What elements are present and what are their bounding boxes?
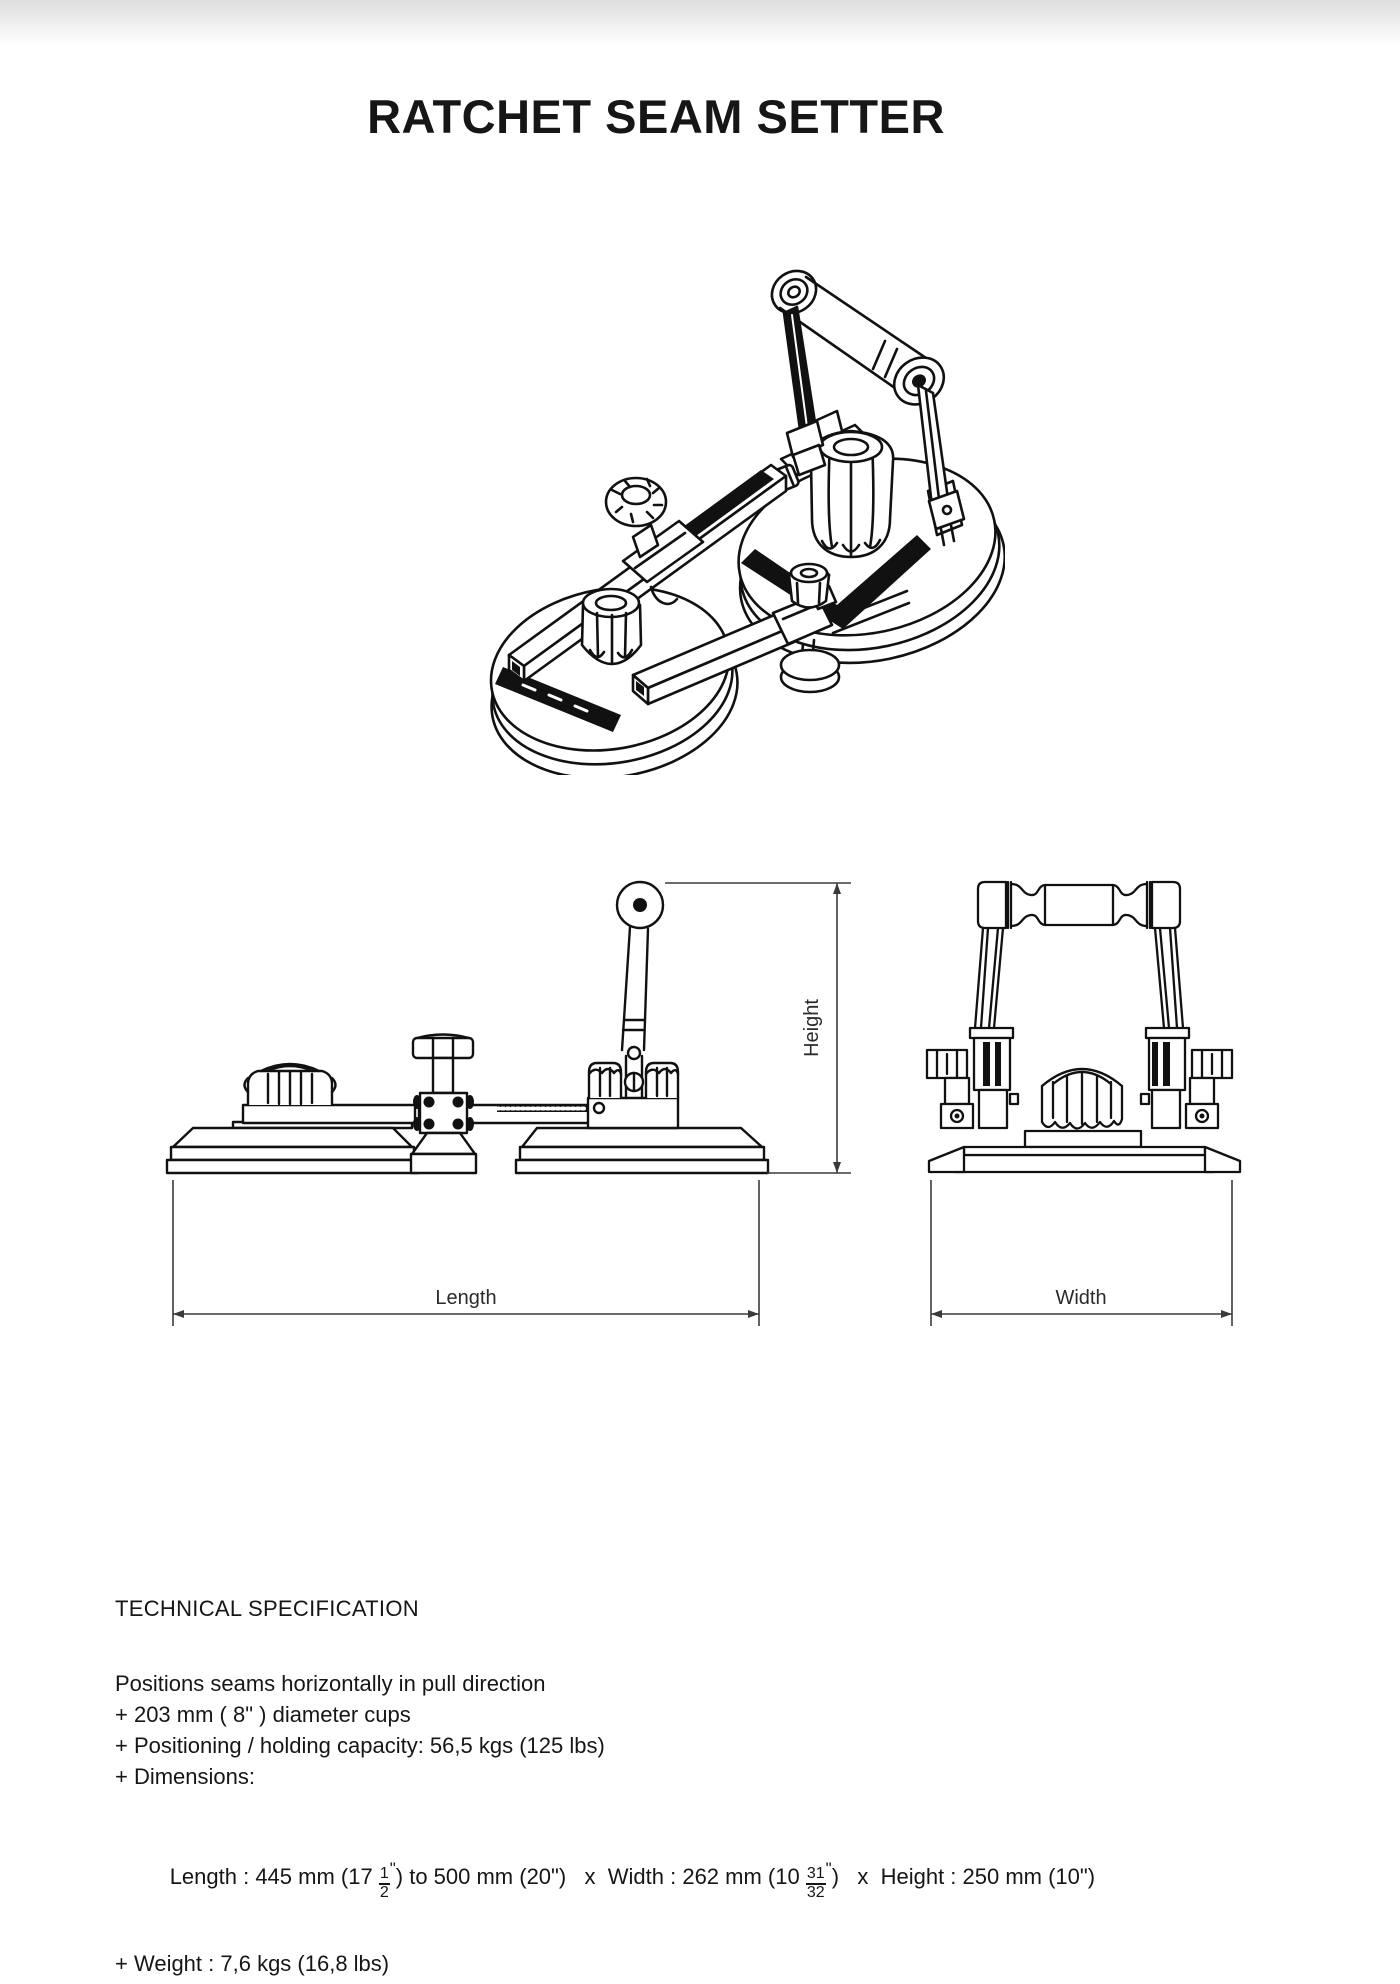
spec-line-dimensions: + Dimensions: <box>115 1764 256 1789</box>
dims-length-text: Length : 445 mm (17 <box>169 1864 379 1889</box>
front-view-drawing: Width <box>925 880 1242 1326</box>
rail-clamp-knob <box>604 476 705 606</box>
lower-rail-assembly <box>631 562 911 706</box>
handle-right-arm <box>916 383 966 547</box>
isometric-view-drawing <box>489 269 1005 775</box>
front-left-side-knob <box>925 1048 975 1130</box>
spec-line-cups: + 203 mm ( 8" ) diameter cups <box>115 1702 411 1727</box>
front-left-arm <box>968 926 1020 1130</box>
left-base-plate <box>165 1120 420 1175</box>
front-right-arm <box>1139 926 1191 1130</box>
dims-height-text: Height : 250 mm (10") <box>880 1864 1096 1889</box>
page-top-shadow <box>0 0 1400 46</box>
right-base-plate <box>514 1126 770 1175</box>
lever-mechanism <box>586 880 680 1130</box>
width-dimension-label: Width <box>1055 1287 1106 1309</box>
spec-heading: TECHNICAL SPECIFICATION <box>115 1596 419 1621</box>
center-knob-assembly <box>409 1033 478 1175</box>
right-cup-chevron-mark <box>741 535 931 629</box>
length-dimension <box>172 1180 760 1326</box>
height-dimension <box>665 882 851 1174</box>
front-handle <box>976 880 1182 930</box>
side-view-drawing: Height Length <box>165 880 851 1326</box>
length-dimension-label: Length <box>435 1287 496 1309</box>
side-left-knob <box>243 1062 337 1107</box>
spec-line-description: Positions seams horizontally in pull dir… <box>115 1671 546 1696</box>
height-dimension-label: Height <box>801 999 823 1057</box>
spec-line-capacity: + Positioning / holding capacity: 56,5 k… <box>115 1733 605 1758</box>
page-title: RATCHET SEAM SETTER <box>367 90 945 144</box>
front-center-knob <box>1040 1067 1124 1130</box>
right-cup-knob <box>809 429 895 559</box>
technical-specification-section: TECHNICAL SPECIFICATION Positions seams … <box>115 1596 1095 1979</box>
width-dimension <box>930 1180 1233 1326</box>
spec-line-weight: + Weight : 7,6 kgs (16,8 lbs) <box>115 1950 390 1976</box>
left-cup-knob <box>580 587 643 666</box>
front-base-plate <box>927 1129 1242 1174</box>
dims-width-text: Width : 262 mm (10 <box>607 1864 806 1889</box>
front-right-side-knob <box>1184 1048 1234 1130</box>
